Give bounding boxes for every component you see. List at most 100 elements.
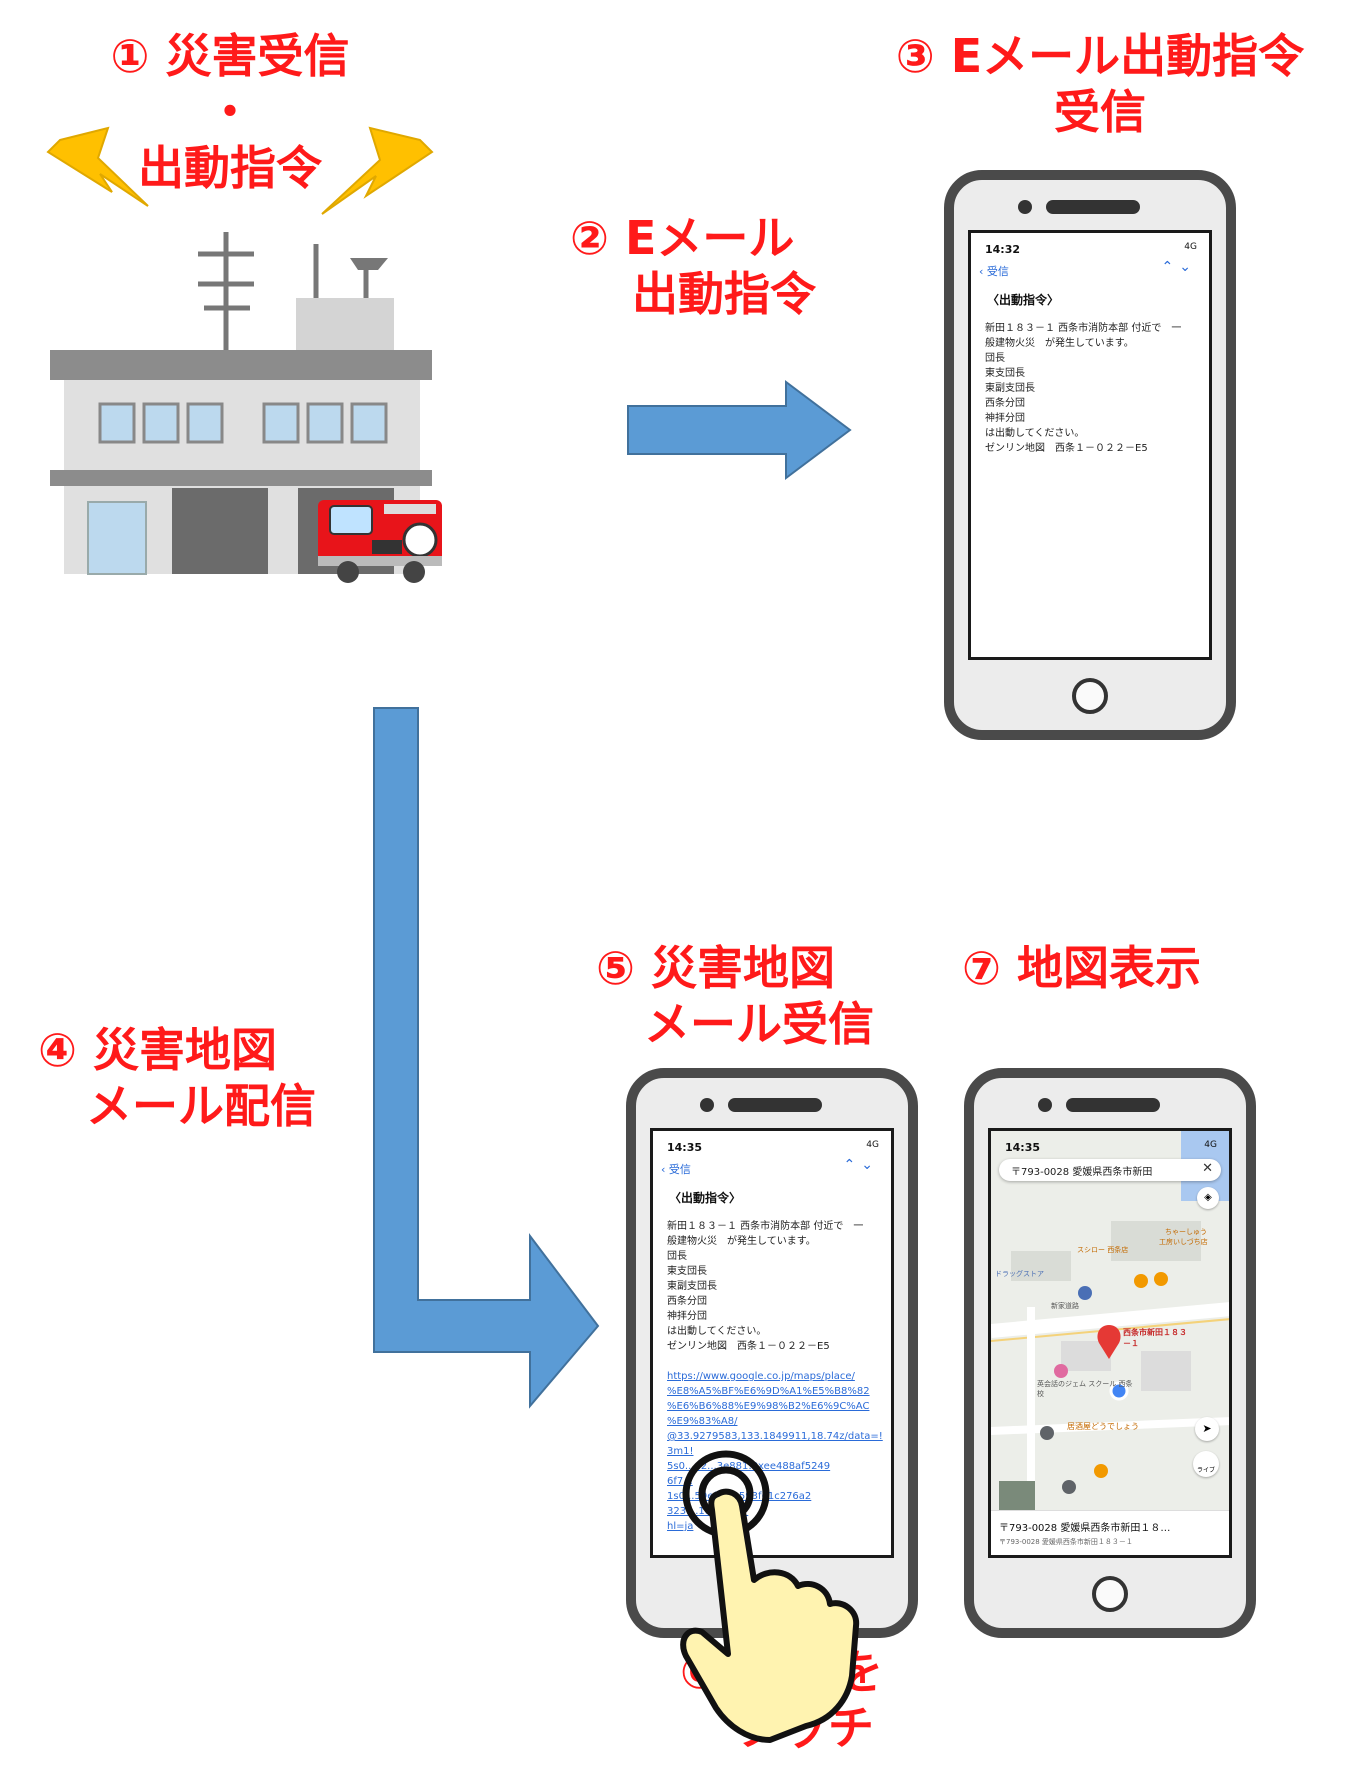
mail-line: 団長 <box>667 1251 687 1262</box>
home-button[interactable] <box>1072 678 1108 714</box>
step2-line1: ② Eメール <box>570 211 795 265</box>
camera-dot <box>700 1098 714 1112</box>
garage-door-1 <box>172 488 268 574</box>
map-url-link[interactable]: https://www.google.co.jp/maps/place/ %E8… <box>667 1369 883 1534</box>
step2-line2: 出動指令 <box>632 267 816 321</box>
map-label: 工房いしづち店 <box>1159 1238 1208 1246</box>
mail-line: 新田１８３－１ 西条市消防本部 付近で 一 <box>985 323 1182 334</box>
step7-line1: ⑦ 地図表示 <box>962 941 1201 995</box>
home-button[interactable] <box>754 1576 790 1612</box>
map-pin-icon <box>1097 1325 1121 1359</box>
mail-line: 東副支団長 <box>985 383 1035 394</box>
camera-dot <box>1038 1098 1052 1112</box>
mail-line: 新田１８３－１ 西条市消防本部 付近で 一 <box>667 1221 864 1232</box>
navigate-icon[interactable]: ➤ <box>1195 1417 1219 1441</box>
back-label: 受信 <box>986 265 1009 278</box>
nav-arrows-icon[interactable]: ⌃⌄ <box>1161 259 1197 275</box>
map-label: 英会話のジェム スクール 西条校 <box>1037 1380 1133 1398</box>
nav-arrows-icon[interactable]: ⌃⌄ <box>843 1157 879 1173</box>
place-info-sheet[interactable]: 〒793-0028 愛媛県西条市新田１８… 〒793-0028 愛媛県西条市新田… <box>991 1510 1229 1555</box>
map-search-text: 〒793-0028 愛媛県西条市新田 <box>1011 1167 1153 1178</box>
url-line: https://www.google.co.jp/maps/place/ <box>667 1371 855 1382</box>
place-subtitle: 〒793-0028 愛媛県西条市新田１８３－１ <box>999 1538 1133 1546</box>
siren-icon <box>350 258 388 270</box>
step3-line1: ③ Eメール出動指令 <box>895 29 1305 83</box>
back-label: 受信 <box>668 1163 691 1176</box>
step4-line2: メール配信 <box>86 1079 316 1133</box>
mail-line: 東副支団長 <box>667 1281 717 1292</box>
mail-line: 西条分団 <box>985 398 1025 409</box>
mail-line: ゼンリン地図 西条１－０２２－E5 <box>985 443 1148 454</box>
url-line: 1s0...59ef9:0x593f61c276a2 <box>667 1491 812 1502</box>
lightning-icon-right <box>321 126 434 215</box>
url-line: %E9%83%A8/ <box>667 1416 738 1427</box>
mail-line: 西条分団 <box>667 1296 707 1307</box>
speaker-slot <box>1046 200 1140 214</box>
step1-line1: ① 災害受信 <box>110 29 350 83</box>
camera-dot <box>1018 200 1032 214</box>
map-screen: 14:35 4G 〒793-0028 愛媛県西条市新田 ✕ ◈ ちゃーしゅう 工… <box>988 1128 1232 1558</box>
lightning-icon-left <box>46 126 149 207</box>
step4-line1: ④ 災害地図 <box>38 1023 277 1077</box>
step1-line2: ・ <box>207 85 253 139</box>
phone-map-mail: 14:35 4G ‹ 受信 ⌃⌄ 〈出動指令〉 新田１８３－１ 西条市消防本部 … <box>626 1068 918 1638</box>
upper-windows <box>98 402 388 444</box>
step3-label: ③ Eメール出動指令 受信 <box>870 28 1330 140</box>
map-label: ちゃーしゅう <box>1165 1228 1207 1236</box>
mail-line: は出動してください。 <box>985 428 1085 439</box>
middle-band <box>50 470 432 486</box>
back-button[interactable]: ‹ 受信 <box>661 1163 691 1176</box>
map-label: ドラッグストア <box>995 1270 1044 1278</box>
status-signal: 4G <box>1204 1140 1217 1150</box>
phone-mail-received: 14:32 4G ‹ 受信 ⌃⌄ 〈出動指令〉 新田１８３－１ 西条市消防本部 … <box>944 170 1236 740</box>
entrance-door <box>87 501 147 575</box>
roof <box>50 350 432 380</box>
mail-title: 〈出動指令〉 <box>987 293 1060 307</box>
rooftop-box <box>296 298 394 350</box>
url-line: 323f...1846683? <box>667 1506 749 1517</box>
map-canvas[interactable] <box>991 1131 1231 1557</box>
url-line: 6f7... <box>667 1476 693 1487</box>
status-signal: 4G <box>1184 242 1197 252</box>
phone-screen: 14:35 4G ‹ 受信 ⌃⌄ 〈出動指令〉 新田１８３－１ 西条市消防本部 … <box>650 1128 894 1558</box>
mail-line: 東支団長 <box>985 368 1025 379</box>
step4-label: ④ 災害地図 メール配信 <box>38 1022 358 1134</box>
close-icon[interactable]: ✕ <box>1202 1161 1213 1176</box>
mail-line: 団長 <box>985 353 1005 364</box>
step5-label: ⑤ 災害地図 メール受信 <box>596 940 916 1052</box>
map-label: 居酒屋どうでしょう <box>1067 1422 1139 1431</box>
live-label: ライブ <box>1196 1467 1215 1474</box>
url-line: %E8%A5%BF%E6%9D%A1%E5%B8%82 <box>667 1386 870 1397</box>
url-line: 3m1! <box>667 1446 694 1457</box>
antenna-icon <box>198 232 369 350</box>
back-button[interactable]: ‹ 受信 <box>979 265 1009 278</box>
step3-line2: 受信 <box>1054 85 1146 139</box>
url-line: %E6%B6%88%E9%98%B2%E6%9C%AC <box>667 1401 870 1412</box>
step1-line3: 出動指令 <box>138 141 322 195</box>
url-line: @33.9279583,133.1849911,18.74z/data=! <box>667 1431 883 1442</box>
step7-label: ⑦ 地図表示 <box>962 940 1262 996</box>
arrow-to-phone-1 <box>627 380 852 480</box>
speaker-slot <box>728 1098 822 1112</box>
map-search-bar[interactable]: 〒793-0028 愛媛県西条市新田 ✕ <box>999 1159 1221 1181</box>
status-time: 14:32 <box>985 243 1021 256</box>
map-label: 新家道路 <box>1051 1302 1079 1310</box>
arrow-to-phone-2 <box>373 707 600 1409</box>
step5-line1: ⑤ 災害地図 <box>596 941 835 995</box>
status-time: 14:35 <box>1005 1141 1041 1154</box>
speaker-slot <box>1066 1098 1160 1112</box>
step1-label: ① 災害受信 ・ 出動指令 <box>100 28 360 196</box>
status-time: 14:35 <box>667 1141 703 1154</box>
mail-line: 神拝分団 <box>985 413 1025 424</box>
mail-line: 神拝分団 <box>667 1311 707 1322</box>
mail-line: は出動してください。 <box>667 1326 767 1337</box>
phone-screen: 14:32 4G ‹ 受信 ⌃⌄ 〈出動指令〉 新田１８３－１ 西条市消防本部 … <box>968 230 1212 660</box>
mail-line: ゼンリン地図 西条１－０２２－E5 <box>667 1341 830 1352</box>
mail-body: 新田１８３－１ 西条市消防本部 付近で 一 般建物火災 が発生しています。 団長… <box>985 321 1199 456</box>
layers-icon[interactable]: ◈ <box>1197 1187 1219 1209</box>
home-button[interactable] <box>1092 1576 1128 1612</box>
fire-truck-icon <box>318 500 442 583</box>
step2-label: ② Eメール 出動指令 <box>570 210 830 322</box>
live-view-button[interactable]: ライブ <box>1193 1451 1219 1477</box>
